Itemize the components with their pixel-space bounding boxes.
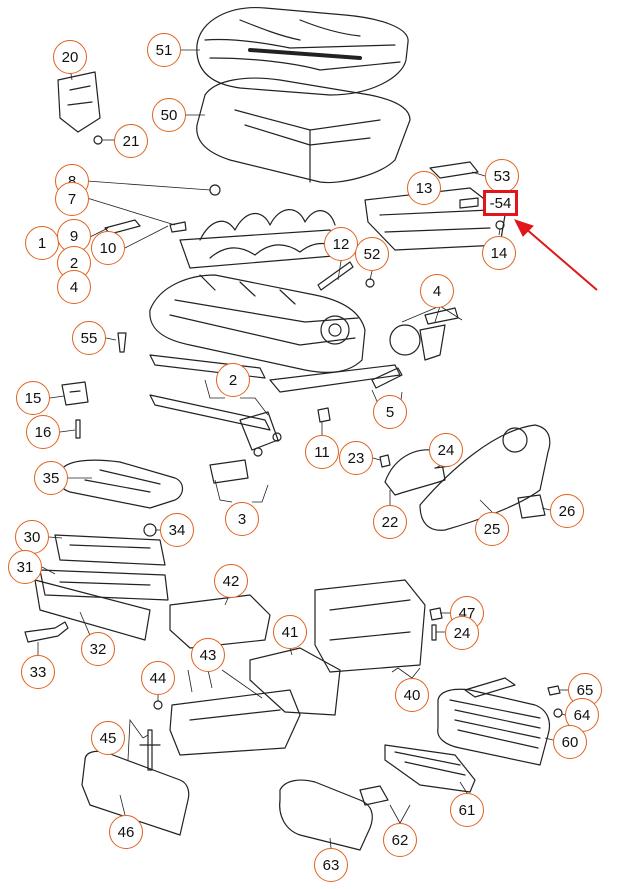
spring-part [179, 209, 346, 269]
callout-51: 51 [147, 33, 181, 67]
callout-1: 1 [25, 226, 59, 260]
callout-20: 20 [53, 40, 87, 74]
callout-43: 43 [191, 638, 225, 672]
callout-52: 52 [355, 237, 389, 271]
cushion-part [57, 459, 184, 509]
bar-part [149, 394, 271, 431]
clip-part [429, 161, 479, 179]
callout-15: 15 [16, 381, 50, 415]
seat-cover-part [196, 7, 409, 96]
callout-41: 41 [273, 615, 307, 649]
callout-50: 50 [152, 98, 186, 132]
callout-22: 22 [373, 505, 407, 539]
callout-12: 12 [324, 227, 358, 261]
drawer-frame-part [169, 689, 301, 756]
callout-63: 63 [314, 848, 348, 882]
callout-42: 42 [214, 564, 248, 598]
highlight-arrow [514, 219, 598, 291]
seat-foam-part [196, 77, 411, 184]
callout-61: 61 [450, 793, 484, 827]
callout-13: 13 [407, 171, 441, 205]
seat-frame-part [149, 274, 401, 393]
callout-4-right: 4 [420, 274, 454, 308]
callout-23: 23 [339, 441, 373, 475]
trim-cover-part [34, 579, 151, 641]
callout-24: 24 [429, 433, 463, 467]
grille-61-part [384, 744, 476, 793]
callout-5: 5 [373, 395, 407, 429]
highlighted-part-54-label: -54 [483, 190, 518, 216]
grille-part [437, 688, 551, 766]
callout-60: 60 [553, 725, 587, 759]
callout-25: 25 [475, 512, 509, 546]
callout-31: 31 [8, 550, 42, 584]
bracket-tray-part [54, 534, 166, 566]
callout-62: 62 [383, 823, 417, 857]
callout-11: 11 [305, 435, 339, 469]
callout-4: 4 [57, 270, 91, 304]
callout-2-lower: 2 [216, 363, 250, 397]
callout-3: 3 [225, 502, 259, 536]
tray-part [169, 594, 271, 649]
recliner-part [389, 307, 459, 361]
callout-53: 53 [485, 159, 519, 193]
callout-24-lower: 24 [445, 616, 479, 650]
callout-10: 10 [91, 231, 125, 265]
callout-33: 33 [21, 655, 55, 689]
callout-40: 40 [395, 678, 429, 712]
callout-14: 14 [482, 236, 516, 270]
callout-46: 46 [109, 815, 143, 849]
cover-63-part [279, 779, 373, 851]
bracket-41-part [249, 647, 341, 716]
callout-44: 44 [141, 661, 175, 695]
bracket-part [57, 71, 101, 133]
callout-26: 26 [550, 494, 584, 528]
frame-40-part [314, 579, 426, 673]
callout-55: 55 [72, 321, 106, 355]
callout-21: 21 [114, 124, 148, 158]
drawer-front-part [81, 750, 190, 836]
callout-34: 34 [160, 513, 194, 547]
side-panel-part [419, 424, 551, 531]
callout-16: 16 [26, 415, 60, 449]
callout-7: 7 [55, 182, 89, 216]
callout-35: 35 [34, 461, 68, 495]
callout-45: 45 [91, 721, 125, 755]
callout-30: 30 [15, 520, 49, 554]
callout-32: 32 [81, 632, 115, 666]
